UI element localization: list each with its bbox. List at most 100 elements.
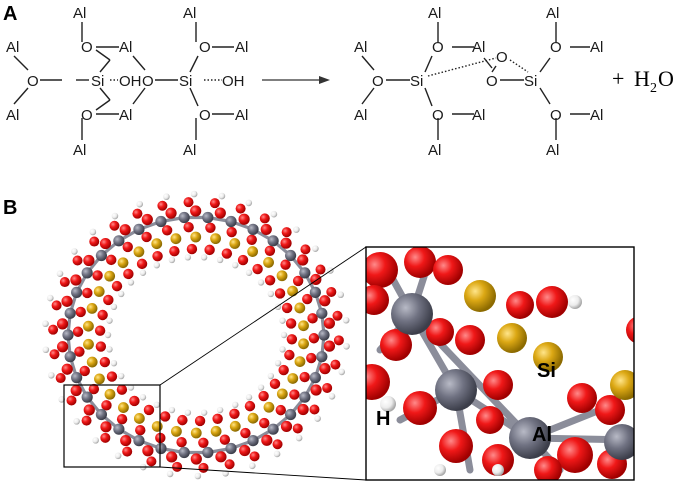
aluminum-atom <box>509 417 551 459</box>
oxygen-atom <box>455 325 485 355</box>
hydrogen-atom <box>216 406 224 414</box>
oxygen-atom <box>226 226 237 238</box>
oxygen-atom <box>280 237 292 249</box>
product-siloxane <box>361 22 590 140</box>
silicon-atom <box>229 238 241 249</box>
oxygen-atom <box>159 411 171 422</box>
hydrogen-atom <box>280 331 288 339</box>
atom-o: O <box>432 39 444 56</box>
oxygen-atom <box>259 417 270 429</box>
hydrogen-atom <box>232 401 239 409</box>
reactant-silanol-2 <box>132 22 234 140</box>
hydrogen-atom <box>190 190 198 198</box>
oxygen-atom <box>66 395 77 406</box>
oxygen-atom <box>109 220 120 231</box>
oxygen-atom <box>215 451 227 463</box>
oxygen-atom <box>99 237 112 250</box>
oxygen-atom <box>120 434 132 447</box>
water-formula-o: O <box>658 66 674 91</box>
aluminum-atom <box>202 211 214 224</box>
oxygen-atom <box>439 429 473 463</box>
aluminum-atom <box>299 267 311 279</box>
atom-al: Al <box>183 142 196 159</box>
aluminum-atom <box>247 223 259 235</box>
aluminum-atom <box>309 372 321 384</box>
aluminum-atom <box>95 408 108 421</box>
atom-o: O <box>550 107 562 124</box>
oxygen-atom <box>177 414 188 426</box>
oxygen-atom <box>260 223 272 236</box>
atom-o: O <box>81 39 93 56</box>
hydrogen-atom <box>434 464 446 476</box>
hydrogen-atom <box>274 359 282 367</box>
aluminum-label: Al <box>532 424 552 446</box>
oxygen-atom <box>100 421 112 433</box>
atom-si: Si <box>410 73 423 90</box>
aluminum-atom <box>133 223 145 235</box>
silicon-atom <box>247 246 259 257</box>
oxygen-atom <box>292 423 303 434</box>
silicon-atom <box>287 373 299 384</box>
hydrogen-atom <box>184 254 192 261</box>
oxygen-atom <box>214 207 226 219</box>
oxygen-atom <box>240 427 251 439</box>
oxygen-atom <box>141 231 152 243</box>
oxygen-atom <box>404 247 436 278</box>
oxygen-atom <box>94 325 106 336</box>
hydrogen-atom <box>245 269 253 276</box>
hydrogen-atom <box>568 295 582 309</box>
oxygen-atom <box>280 259 291 270</box>
oxygen-atom <box>212 413 223 424</box>
hydrogen-atom <box>168 406 176 414</box>
silicon-atom <box>298 320 309 332</box>
hydrogen-atom <box>58 396 65 403</box>
oxygen-atom <box>99 356 111 368</box>
silicon-atom <box>151 421 163 432</box>
silicon-atom <box>190 427 202 439</box>
oxygen-atom <box>141 213 153 226</box>
hydrogen-atom <box>245 199 253 207</box>
oxygen-atom <box>286 334 298 345</box>
hydrogen-atom <box>232 261 239 269</box>
silicon-atom <box>170 233 182 245</box>
zoom-inset-frame <box>365 246 635 481</box>
oxygen-atom <box>567 383 597 413</box>
atom-al: Al <box>6 39 19 56</box>
atom-al: Al <box>590 39 603 56</box>
aluminum-atom <box>284 408 297 421</box>
oxygen-atom <box>323 317 335 329</box>
hydrogen-atom <box>127 279 135 286</box>
oxygen-atom <box>132 208 143 219</box>
oxygen-atom <box>135 424 146 436</box>
oxygen-atom <box>595 395 625 425</box>
atom-al: Al <box>354 107 367 124</box>
aluminum-atom <box>178 446 190 459</box>
aluminum-atom <box>318 329 330 341</box>
hydrogen-atom <box>338 368 346 376</box>
oxygen-atom <box>219 434 231 445</box>
hydrogen-atom <box>216 256 224 264</box>
atom-al: Al <box>546 5 559 22</box>
oxygen-atom <box>224 459 235 470</box>
hydrogen-atom <box>153 401 160 409</box>
hydrogen-atom <box>106 346 113 353</box>
oxygen-atom <box>176 436 187 448</box>
aluminum-atom <box>267 235 279 247</box>
oxygen-atom <box>72 255 83 266</box>
hydrogen-atom <box>200 409 208 416</box>
oxygen-atom <box>235 203 246 214</box>
oxygen-atom <box>261 434 273 446</box>
atom-o: O <box>142 73 154 90</box>
oxygen-atom <box>326 286 337 297</box>
hydrogen-atom <box>136 200 144 208</box>
silicon-atom <box>190 231 202 243</box>
silicon-atom <box>263 257 274 268</box>
atom-al: Al <box>6 107 19 124</box>
oxygen-atom <box>483 370 513 400</box>
atom-si: Si <box>524 73 537 90</box>
oxygen-atom <box>190 453 202 465</box>
oxygen-atom <box>239 444 251 457</box>
atom-o: O <box>27 73 39 90</box>
atom-al: Al <box>428 142 441 159</box>
aluminum-atom <box>95 249 108 262</box>
